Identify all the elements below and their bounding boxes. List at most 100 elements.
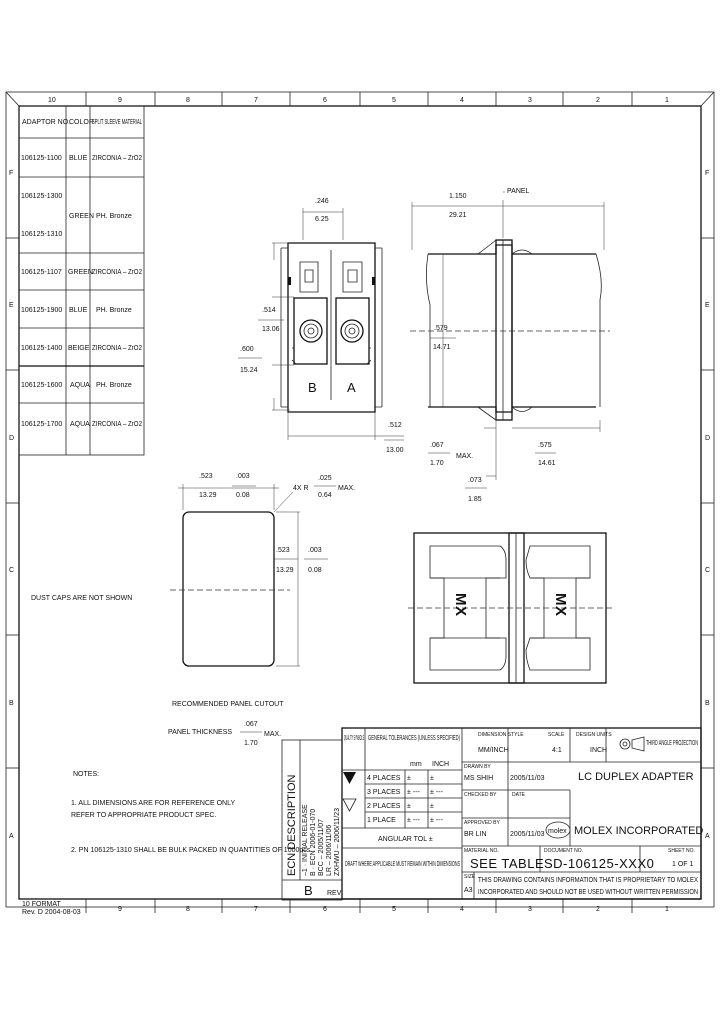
scale-value: 4:1	[552, 747, 562, 754]
drawn-by-value: MS SHIH	[464, 775, 493, 782]
zone-top-1: 1	[665, 97, 669, 104]
size-label: SIZE	[464, 874, 476, 880]
checked-by-label: CHECKED BY	[464, 792, 497, 798]
zone-bottom-2: 2	[596, 906, 600, 913]
table-row-6-material: PH. Bronze	[96, 382, 132, 389]
dim-cutout-h-tol-mm: 0.08	[308, 567, 322, 574]
approved-by-value: BR LIN	[464, 831, 487, 838]
table-row-7-part: 106125-1700	[21, 421, 62, 428]
table-row-3-material: ZIRCONIA – ZrO2	[92, 269, 142, 276]
zone-top-4: 4	[460, 97, 464, 104]
panel-thickness-mm: 1.70	[244, 740, 258, 747]
dim-front-left2-mm: 15.24	[240, 367, 258, 374]
dim-front-bottom-mm: 13.00	[386, 447, 404, 454]
revision-block: ECN DESCRIPTION –1 · INITIAL RELEASE B ·…	[281, 739, 343, 901]
format-revision: Rev. D 2004-08-03	[22, 909, 81, 916]
format-label: 10 FORMAT	[22, 901, 61, 908]
revision-value: B	[304, 883, 313, 898]
mx-mark-left: MX	[452, 593, 469, 617]
revision-line-0: –1 · INITIAL RELEASE	[302, 804, 309, 876]
zone-top-5: 5	[392, 97, 396, 104]
panel-cutout: .523 13.29 .003 0.08 4X R .025 0.64 MAX.…	[31, 473, 355, 747]
zone-top-10: 10	[48, 97, 56, 104]
part-table: ADAPTOR NO. COLOR SPLIT SLEEVE MATERIAL …	[18, 105, 145, 456]
tol-row-2-inch: ±	[430, 803, 434, 810]
zone-left-C: C	[9, 567, 14, 574]
sheet-no-label: SHEET NO.	[668, 848, 695, 854]
dim-cutout-r-mm: 0.64	[318, 492, 332, 499]
note-1-cont: REFER TO APPROPRIATE PRODUCT SPEC.	[71, 812, 216, 819]
dim-side-b3-in: .073	[468, 477, 482, 484]
table-row-4-material: PH. Bronze	[96, 307, 132, 314]
dim-cutout-w-tol-mm: 0.08	[236, 492, 250, 499]
zone-right-E: E	[705, 302, 710, 309]
table-row-5-part: 106125-1400	[21, 345, 62, 352]
tol-row-1-label: 3 PLACES	[367, 789, 401, 796]
material-no-value: SEE TABLE	[470, 856, 544, 871]
table-row-7-material: ZIRCONIA – ZrO2	[92, 421, 142, 428]
tol-row-2-mm: ±	[407, 803, 411, 810]
zone-bottom-1: 1	[665, 906, 669, 913]
zone-bottom-9: 9	[118, 906, 122, 913]
design-units-label: DESIGN UNITS	[576, 732, 612, 738]
panel-label: PANEL	[507, 188, 530, 195]
dim-cutout-h-in: .523	[276, 547, 290, 554]
quality-triangle-filled-icon	[343, 772, 356, 784]
dim-cutout-w-in: .523	[199, 473, 213, 480]
zone-top-8: 8	[186, 97, 190, 104]
dim-side-b3-mm: 1.85	[468, 496, 482, 503]
dim-side-mid-mm: 14.71	[433, 344, 451, 351]
tol-row-1-inch: ± ---	[430, 789, 443, 796]
bottom-view: MX MX	[408, 532, 612, 684]
table-row-5-material: ZIRCONIA – ZrO2	[92, 345, 142, 352]
material-no-label: MATERIAL NO.	[464, 848, 499, 854]
revision-line-1: B · ECN 2006-01-070	[310, 809, 317, 876]
table-row-0-part: 106125-1100	[21, 155, 62, 162]
projection-label: THIRD ANGLE PROJECTION	[646, 740, 698, 747]
tol-row-1-mm: ± ---	[407, 789, 420, 796]
mx-mark-right: MX	[552, 593, 569, 617]
revision-line-2: BCC – 2005/11/07	[318, 819, 325, 876]
table-row-0-material: ZIRCONIA – ZrO2	[92, 155, 142, 162]
dim-front-bottom-in: .512	[388, 422, 402, 429]
zone-top-2: 2	[596, 97, 600, 104]
revision-line-3: LR – 2006/11/06	[326, 825, 333, 876]
tolerance-inch-header: INCH	[432, 761, 449, 768]
dim-cutout-w-tol-in: .003	[236, 473, 250, 480]
svg-text:molex: molex	[548, 828, 567, 835]
zone-left-F: F	[9, 170, 13, 177]
dim-side-top-mm: 29.21	[449, 212, 467, 219]
design-units-value: INCH	[590, 747, 607, 754]
molex-logo: molex	[545, 821, 571, 839]
zone-left-B: B	[9, 700, 14, 707]
side-view-dimensions: 1.150 29.21 PANEL .579 14.71 .067 1.70 M…	[411, 188, 605, 503]
table-row-2-part: 106125-1310	[21, 231, 62, 238]
dim-side-b1-max: MAX.	[456, 453, 473, 460]
proprietary-line-2: INCORPORATED AND SHOULD NOT BE USED WITH…	[478, 889, 698, 896]
table-header-part: ADAPTOR NO.	[22, 119, 70, 126]
dim-side-mid-in: .579	[434, 325, 448, 332]
side-view	[410, 239, 610, 421]
revision-line-4: ZXHWU – 2006/11/23	[334, 808, 341, 876]
panel-thickness-label: PANEL THICKNESS	[168, 729, 232, 736]
note-2: 2. PN 106125-1310 SHALL BE BULK PACKED I…	[71, 847, 312, 854]
dim-side-b1-mm: 1.70	[430, 460, 444, 467]
drawn-by-label: DRAWN BY	[464, 764, 491, 770]
dim-front-left2-in: .600	[240, 346, 254, 353]
zone-bottom-4: 4	[460, 906, 464, 913]
note-1: 1. ALL DIMENSIONS ARE FOR REFERENCE ONLY	[71, 800, 235, 807]
dim-side-b2-in: .575	[538, 442, 552, 449]
dim-front-left1-in: .514	[262, 307, 276, 314]
front-view: B A	[280, 242, 383, 413]
zone-left-E: E	[9, 302, 14, 309]
dim-front-left1-mm: 13.06	[262, 326, 280, 333]
zone-left-D: D	[9, 435, 14, 442]
zone-bottom-3: 3	[528, 906, 532, 913]
zone-top-7: 7	[254, 97, 258, 104]
dust-caps-note: DUST CAPS ARE NOT SHOWN	[31, 595, 132, 602]
zone-right-A: A	[705, 833, 710, 840]
scale-label: SCALE	[548, 732, 565, 738]
quality-symbols-label: QUALITY SYMBOLS	[344, 735, 364, 742]
table-row-6-color: AQUA	[70, 382, 90, 389]
dimension-style-label: DIMENSION STYLE	[478, 732, 524, 738]
